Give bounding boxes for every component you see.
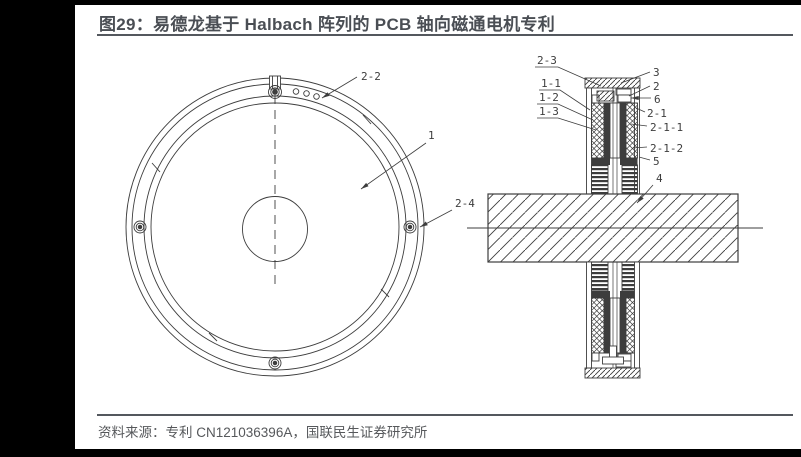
section-label-2-1: 2-1 bbox=[635, 107, 667, 120]
halbach-magnet-block bbox=[591, 297, 605, 354]
magnet-stack-top bbox=[591, 88, 638, 195]
page-edge-top bbox=[0, 0, 801, 5]
leader-arrowhead bbox=[637, 195, 644, 203]
top-cap bbox=[584, 77, 641, 89]
backing-plate bbox=[620, 158, 638, 165]
section-label-6: 6 bbox=[631, 93, 661, 106]
part-number-text: 1-1 bbox=[541, 77, 561, 90]
clamp-bolt bbox=[602, 345, 624, 365]
mounting-bolt-left bbox=[133, 220, 147, 234]
section-label-1-3: 1-3 bbox=[537, 105, 597, 131]
title-underline bbox=[97, 34, 793, 36]
leader-arrowhead bbox=[322, 92, 330, 98]
rivet-holes bbox=[292, 88, 320, 100]
ring-3 bbox=[143, 95, 407, 359]
leader-arrowhead bbox=[420, 221, 428, 227]
leader-arrowhead bbox=[361, 182, 369, 189]
front-view-drawing bbox=[125, 75, 425, 377]
section-label-2-3: 2-3 bbox=[535, 54, 602, 87]
part-number-text: 1-2 bbox=[539, 91, 559, 104]
section-label-1-2: 1-2 bbox=[537, 91, 594, 121]
housing-wall-left-top bbox=[586, 87, 592, 195]
part-number-text: 2-1-2 bbox=[650, 142, 683, 155]
part-number-text: 1-3 bbox=[539, 105, 559, 118]
backing-plate bbox=[591, 158, 610, 165]
magnet-spacer bbox=[604, 298, 610, 353]
magnet-spacer bbox=[620, 298, 626, 353]
pcb-winding-block bbox=[591, 164, 609, 195]
part-number-text: 6 bbox=[654, 93, 661, 106]
front-label-1: 1 bbox=[360, 129, 435, 190]
section-label-4: 4 bbox=[636, 172, 663, 204]
page-edge-bottom bbox=[0, 449, 801, 457]
top-tab bbox=[269, 75, 281, 90]
front-label-2-2: 2-2 bbox=[321, 70, 381, 99]
magnet-spacer bbox=[620, 103, 626, 158]
halbach-magnet-block bbox=[591, 102, 605, 159]
part-number-text: 3 bbox=[653, 66, 660, 79]
part-number-text: 2-2 bbox=[361, 70, 381, 83]
mounting-bolt-top bbox=[268, 85, 282, 99]
part-number-text: 2-1 bbox=[647, 107, 667, 120]
part-number-text: 2 bbox=[653, 80, 660, 93]
bearing-hub-bottom bbox=[591, 345, 634, 368]
source-note: 资料来源：专利 CN121036396A，国联民生证券研究所 bbox=[98, 425, 428, 440]
mounting-bolt-right bbox=[403, 220, 417, 234]
backing-plate bbox=[591, 291, 610, 298]
part-number-text: 1 bbox=[428, 129, 435, 142]
shaft-sleeve bbox=[609, 297, 621, 354]
part-number-text: 5 bbox=[653, 155, 660, 168]
backing-plate bbox=[620, 291, 638, 298]
ring-joint-marks bbox=[151, 114, 390, 342]
halbach-magnet-block bbox=[625, 102, 638, 159]
shaft-sleeve bbox=[609, 102, 621, 159]
section-label-2: 2 bbox=[628, 80, 660, 97]
mounting-bolt-bottom bbox=[268, 356, 282, 370]
front-label-2-4: 2-4 bbox=[419, 197, 475, 228]
pcb-winding-block bbox=[591, 261, 609, 292]
front-view-labels: 2-2 1 2-4 bbox=[321, 70, 475, 228]
magnet-spacer bbox=[604, 103, 610, 158]
figure-title: 图29：易德龙基于 Halbach 阵列的 PCB 轴向磁通电机专利 bbox=[99, 15, 556, 34]
part-number-text: 2-4 bbox=[455, 197, 475, 210]
footer-divider bbox=[97, 414, 793, 416]
section-label-1-1: 1-1 bbox=[539, 77, 591, 111]
section-label-3: 3 bbox=[620, 66, 660, 84]
section-label-2-1-1: 2-1-1 bbox=[630, 121, 683, 134]
outer-ring bbox=[125, 77, 425, 377]
housing-wall-right-bottom bbox=[634, 261, 640, 369]
pcb-winding-block bbox=[621, 164, 638, 195]
part-number-text: 2-1-1 bbox=[650, 121, 683, 134]
part-number-text: 2-3 bbox=[537, 54, 557, 67]
section-view-drawing bbox=[467, 77, 763, 379]
part-number-text: 4 bbox=[656, 172, 663, 185]
leader-arrowhead bbox=[631, 95, 639, 101]
page-edge-left bbox=[0, 0, 75, 457]
housing-wall-left-bottom bbox=[586, 261, 592, 369]
section-label-5: 5 bbox=[638, 155, 660, 168]
section-label-2-1-2: 2-1-2 bbox=[632, 142, 683, 155]
bottom-cap bbox=[584, 367, 641, 379]
